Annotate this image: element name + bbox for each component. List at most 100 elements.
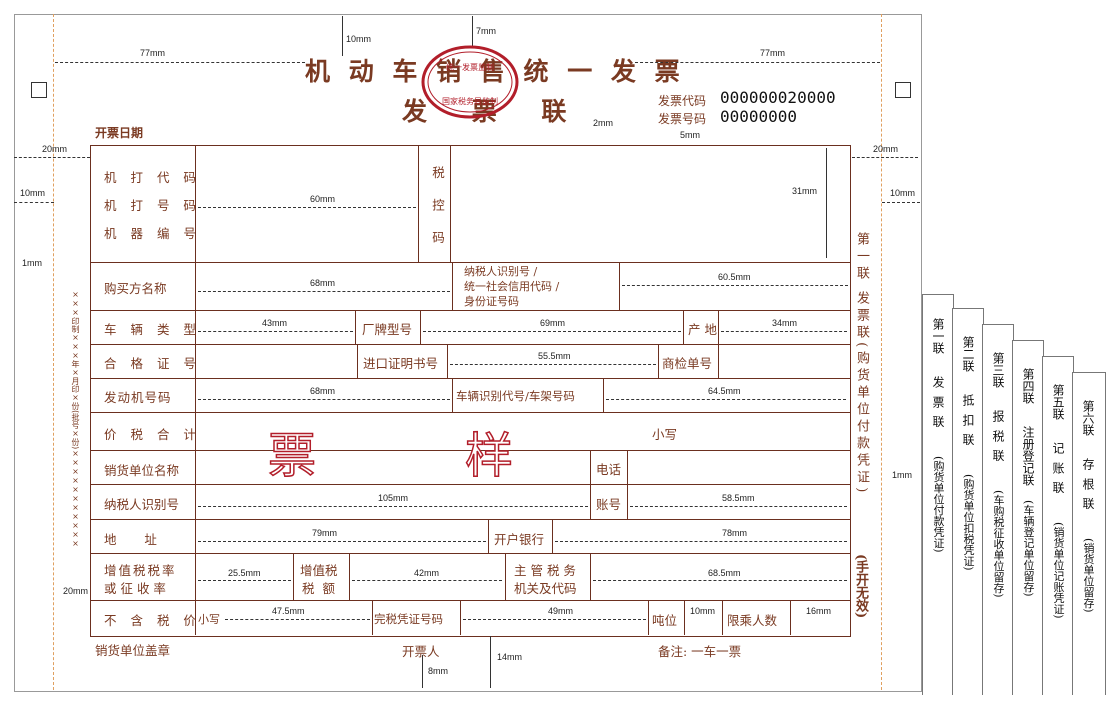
dim-import-arrow <box>450 364 656 365</box>
dim-bank-w: 78mm <box>722 528 748 538</box>
label-machine-serial: 机 器 编 号 <box>104 226 201 241</box>
copy-strip <box>1042 356 1074 695</box>
col-line <box>418 145 419 262</box>
dim-vehicle-type-arrow <box>198 331 353 332</box>
col-line <box>349 553 350 600</box>
label-buyer-name: 购买方名称 <box>104 281 167 296</box>
col-line <box>355 310 356 344</box>
dim-bottom-vline2 <box>422 655 423 688</box>
dim-right-arrow <box>635 62 880 63</box>
label-address: 地 址 <box>104 532 157 547</box>
row-line <box>90 412 850 413</box>
label-account: 账号 <box>596 497 622 512</box>
label-certificate-no: 合 格 证 号 <box>104 356 201 371</box>
row-line <box>90 310 850 311</box>
dim-vat-amount-arrow <box>352 580 502 581</box>
dim-price-w: 47.5mm <box>272 606 305 616</box>
copy-strip <box>922 294 954 695</box>
dim-top-margin: 10mm <box>346 34 372 44</box>
col-line <box>590 553 591 600</box>
copy-strip <box>952 308 984 695</box>
invoice-code-label: 发票代码 <box>658 94 707 108</box>
dim-tax-office-arrow <box>593 580 847 581</box>
dim-right-inner: 10mm <box>890 188 916 198</box>
label-seller-name: 销货单位名称 <box>104 463 180 478</box>
col-line <box>372 600 373 635</box>
dim-cert-w: 49mm <box>548 606 574 616</box>
col-line <box>505 553 506 600</box>
row-line <box>90 600 850 601</box>
dim-left-margin: 20mm <box>42 144 68 154</box>
dim-vat-rate-arrow <box>198 580 291 581</box>
label-seller-taxpayer-id: 纳税人识别号 <box>104 497 180 512</box>
dim-code-gap: 2mm <box>593 118 613 128</box>
dim-vehicle-type-w: 43mm <box>262 318 288 328</box>
col-line <box>552 519 553 553</box>
dim-address-w: 79mm <box>312 528 338 538</box>
dim-machine-arrow <box>198 207 416 208</box>
label-tax-office-2: 机关及代码 <box>514 581 577 596</box>
row-line <box>90 344 850 345</box>
col-line <box>603 378 604 412</box>
copy3-note: (车购税征收单位留存) <box>992 490 1005 598</box>
dim-vin-arrow <box>606 399 846 400</box>
copy1-name: 发 票 联 <box>931 376 945 430</box>
dim-vat-amount-w: 42mm <box>414 568 440 578</box>
row-line <box>90 553 850 554</box>
label-tax-control: 税 控 码 <box>430 166 445 252</box>
dim-account-w: 58.5mm <box>722 493 755 503</box>
left-vertical-text: ×××印制×××年×月印×份(批号×份)××××××××××× <box>71 290 80 549</box>
copy6-name: 存 根 联 <box>1081 458 1095 512</box>
watermark-char-1: 票 <box>267 427 317 485</box>
seller-seal-label: 销货单位盖章 <box>95 643 171 658</box>
copy5-note: (销货单位记账凭证) <box>1052 522 1065 619</box>
dim-top-vline <box>342 16 343 56</box>
copy-strip <box>1012 340 1044 695</box>
label-seats: 限乘人数 <box>727 613 778 628</box>
dim-right-margin: 20mm <box>873 144 899 154</box>
label-vat-amount-1: 增值税 <box>300 563 338 578</box>
copy1-note: (购货单位付款凭证) <box>932 456 945 553</box>
label-price-excl-tax: 不 含 税 价 <box>104 613 201 628</box>
dim-bottom-vline <box>490 636 491 688</box>
dim-account-arrow <box>630 506 847 507</box>
copy4-name: 注册登记联 <box>1021 426 1035 486</box>
label-machine-number: 机 打 号 码 <box>104 198 201 213</box>
dim-bank-arrow <box>555 541 847 542</box>
copy1-vertical: 第一联 发票联(购货单位付款凭证) <box>854 232 869 497</box>
dim-bottom-gap: 14mm <box>497 652 523 662</box>
dim-machine-width: 60mm <box>310 194 336 204</box>
invoice-number-value: 00000000 <box>720 107 798 126</box>
dim-seller-tax-w: 105mm <box>378 493 409 503</box>
dim-origin-arrow <box>721 331 847 332</box>
dim-line-gap-right: 1mm <box>892 470 912 480</box>
label-vat-rate-2: 或 征 收 率 <box>104 581 166 596</box>
dim-seal-offset: 7mm <box>476 26 496 36</box>
label-vin: 车辆识别代号/车架号码 <box>456 389 575 403</box>
guide-left <box>53 14 54 690</box>
page-frame <box>14 14 922 692</box>
col-line <box>590 450 591 519</box>
dim-engine-w: 68mm <box>310 386 336 396</box>
col-line <box>790 600 791 635</box>
dim-right-width: 77mm <box>760 48 786 58</box>
label-tax-office-1: 主 管 税 务 <box>514 563 576 578</box>
label-import-cert: 进口证明书号 <box>363 356 439 371</box>
copy5-name: 记 账 联 <box>1051 442 1065 496</box>
copy3-name: 报 税 联 <box>991 410 1005 464</box>
col-line <box>357 344 358 378</box>
dim-brand-arrow <box>423 331 681 332</box>
copy2-title: 第二联 <box>961 336 975 372</box>
dim-vin-w: 64.5mm <box>708 386 741 396</box>
label-tonnage: 吨位 <box>652 613 678 628</box>
col-line <box>450 145 451 262</box>
label-engine-no: 发动机号码 <box>104 390 172 405</box>
dim-price-arrow <box>225 619 370 620</box>
punch-square-right <box>895 82 911 98</box>
col-line <box>718 344 719 378</box>
dim-address-arrow <box>198 541 486 542</box>
dim-left-margin-arrow <box>14 157 90 158</box>
dim-left-arrow <box>55 62 305 63</box>
dim-tax-control-height: 31mm <box>792 186 818 196</box>
col-line <box>460 600 461 635</box>
